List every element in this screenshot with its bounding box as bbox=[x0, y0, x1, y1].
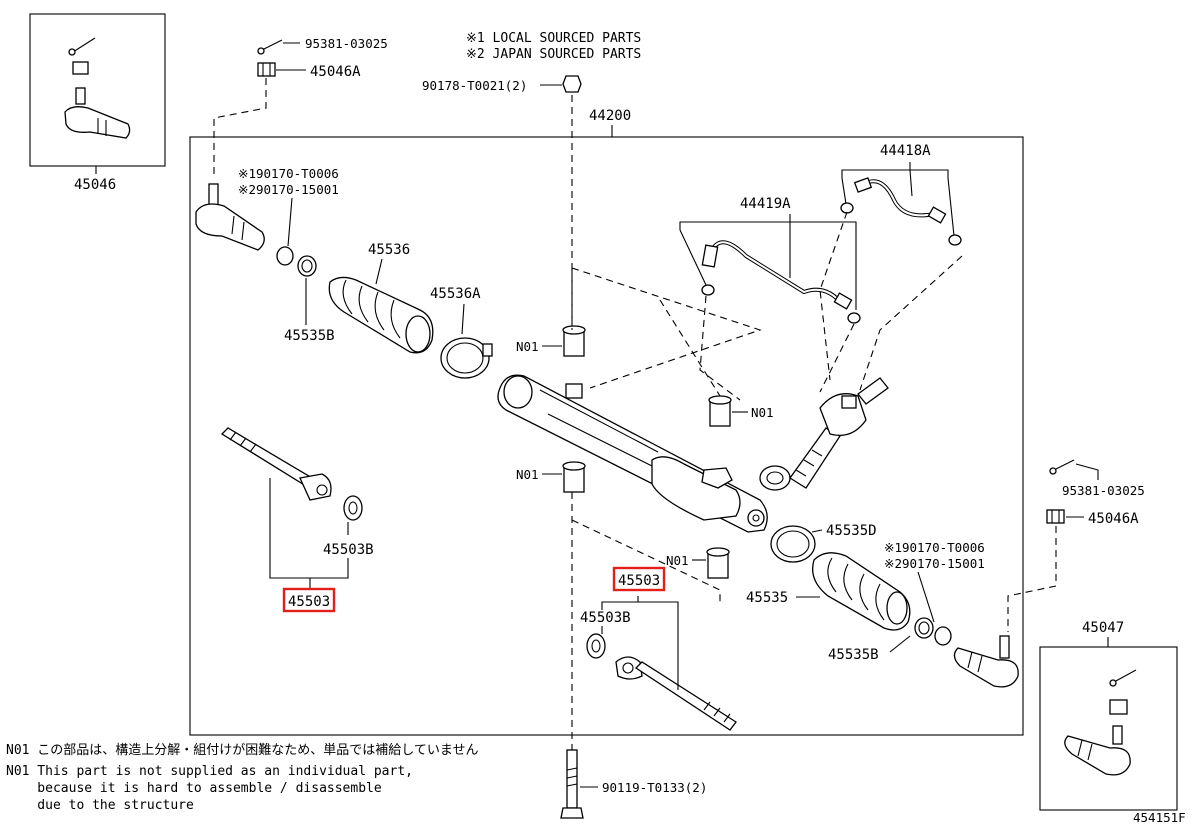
castle-nut-right-icon bbox=[1046, 509, 1065, 524]
label-45047[interactable]: 45047 bbox=[1082, 620, 1124, 636]
castle-nut-inset-icon bbox=[1109, 699, 1128, 715]
label-45536[interactable]: 45536 bbox=[368, 242, 410, 258]
boot-left-icon bbox=[328, 276, 434, 354]
label-90178[interactable]: 90178-T0021(2) bbox=[422, 78, 527, 93]
bushing-right-icon bbox=[708, 395, 732, 427]
label-45535[interactable]: 45535 bbox=[746, 590, 788, 606]
label-95381-right[interactable]: 95381-03025 bbox=[1062, 483, 1145, 498]
legend-local: ※1 LOCAL SOURCED PARTS bbox=[466, 31, 641, 46]
clamp-left-icon bbox=[297, 255, 317, 277]
boot-right-icon bbox=[811, 552, 911, 631]
clamp-right-icon bbox=[914, 617, 934, 639]
cotter-pin-top-icon bbox=[257, 39, 283, 55]
highlight-45503-right bbox=[612, 566, 666, 592]
bushing-lower-right-icon bbox=[706, 547, 730, 579]
highlight-45503-left bbox=[282, 587, 336, 613]
castle-nut-icon bbox=[72, 61, 89, 75]
bushing-lower-icon bbox=[562, 461, 586, 493]
label-n01-d[interactable]: N01 bbox=[666, 553, 689, 568]
cotter-pin-right-icon bbox=[1049, 459, 1075, 475]
nut-left-icon bbox=[276, 246, 294, 266]
cotter-pin-icon bbox=[68, 37, 96, 56]
inner-tie-rod-left-icon bbox=[220, 427, 332, 501]
label-45503B-right[interactable]: 45503B bbox=[580, 610, 631, 626]
tie-rod-end-left-icon bbox=[195, 183, 265, 251]
label-95381-top[interactable]: 95381-03025 bbox=[305, 36, 388, 51]
ref-left-1: ※190170-T0006 bbox=[238, 166, 339, 181]
label-45535B-left[interactable]: 45535B bbox=[284, 328, 335, 344]
label-45046[interactable]: 45046 bbox=[74, 177, 116, 193]
washer-right-icon bbox=[586, 633, 606, 659]
label-n01-c[interactable]: N01 bbox=[516, 467, 539, 482]
clamp-45535D-icon bbox=[770, 525, 816, 563]
bushing-upper-icon bbox=[562, 325, 586, 357]
label-n01-b[interactable]: N01 bbox=[751, 405, 774, 420]
castle-nut-top-icon bbox=[257, 62, 276, 77]
footnote-en-2: because it is hard to assemble / disasse… bbox=[6, 781, 382, 796]
inset-45046 bbox=[29, 13, 166, 174]
ref-left-2: ※290170-15001 bbox=[238, 182, 339, 197]
steering-rack-housing-icon bbox=[497, 374, 768, 533]
figure-id: 454151F bbox=[1133, 810, 1186, 825]
legend-japan: ※2 JAPAN SOURCED PARTS bbox=[466, 47, 641, 62]
label-45046A-top[interactable]: 45046A bbox=[310, 64, 361, 80]
pressure-line-44419A-icon bbox=[701, 240, 861, 324]
label-45536A[interactable]: 45536A bbox=[430, 286, 481, 302]
footnote-en-1: N01 This part is not supplied as an indi… bbox=[6, 764, 413, 779]
bolt-top-icon bbox=[562, 75, 582, 93]
footnote-en-3: due to the structure bbox=[6, 798, 194, 813]
label-45503-right[interactable]: 45503 bbox=[618, 573, 660, 589]
label-45535D[interactable]: 45535D bbox=[826, 523, 877, 539]
label-90119[interactable]: 90119-T0133(2) bbox=[602, 780, 707, 795]
label-44419A[interactable]: 44419A bbox=[740, 196, 791, 212]
tie-rod-end-icon bbox=[64, 87, 131, 139]
inset-45047 bbox=[1039, 646, 1178, 811]
cotter-pin-inset-icon bbox=[1109, 669, 1137, 687]
label-44200[interactable]: 44200 bbox=[589, 108, 631, 124]
inner-tie-rod-right-icon bbox=[615, 656, 737, 731]
tie-rod-end-inset-icon bbox=[1064, 725, 1131, 776]
pinion-valve-icon bbox=[789, 377, 889, 489]
ref-right-2: ※290170-15001 bbox=[884, 556, 985, 571]
label-45503-left[interactable]: 45503 bbox=[288, 594, 330, 610]
assembly-frame bbox=[189, 136, 1024, 736]
label-45046A-right[interactable]: 45046A bbox=[1088, 511, 1139, 527]
ref-right-1: ※190170-T0006 bbox=[884, 540, 985, 555]
label-44418A[interactable]: 44418A bbox=[880, 143, 931, 159]
pressure-line-44418A-icon bbox=[840, 177, 962, 246]
gasket-icon bbox=[759, 465, 791, 491]
bolt-bottom-icon bbox=[560, 749, 584, 819]
footnote-jp: N01 この部品は、構造上分解・組付けが困難なため、単品では補給していません bbox=[6, 742, 479, 758]
label-n01-a[interactable]: N01 bbox=[516, 339, 539, 354]
washer-left-icon bbox=[343, 495, 363, 521]
clamp-45536A-icon bbox=[440, 337, 493, 379]
label-45503B-left[interactable]: 45503B bbox=[323, 542, 374, 558]
tie-rod-end-right-icon bbox=[953, 635, 1019, 688]
nut-right-icon bbox=[934, 626, 952, 646]
label-45535B-right[interactable]: 45535B bbox=[828, 647, 879, 663]
